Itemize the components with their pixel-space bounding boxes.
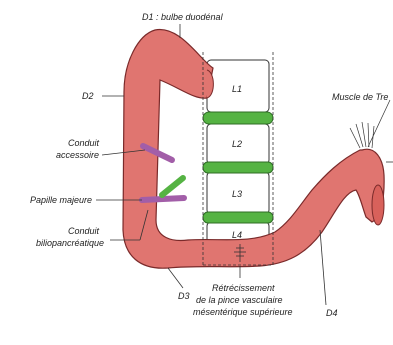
label-d4: D4: [326, 308, 338, 318]
label-d3: D3: [178, 291, 190, 301]
label-conduit-accessoire-line2: accessoire: [56, 150, 99, 160]
label-conduit-accessoire-line1: Conduit: [68, 138, 100, 148]
label-retrecissement-line1: Rétrécissement: [212, 283, 275, 293]
treitz-muscle-fibers: [350, 100, 390, 148]
disc-l3-l4: [203, 212, 273, 223]
vertebra-label-l1: L1: [232, 84, 242, 94]
bile-duct-green: [162, 178, 183, 195]
duodenum-d4-opening: [372, 185, 384, 225]
label-conduit-bilio-line2: biliopancréatique: [36, 238, 104, 248]
disc-l1-l2: [203, 112, 273, 124]
vertebra-label-l2: L2: [232, 139, 242, 149]
disc-l2-l3: [203, 162, 273, 173]
vertebra-label-l4: L4: [232, 230, 242, 240]
label-retrecissement-line2: de la pince vasculaire: [196, 295, 283, 305]
vertebra-label-l3: L3: [232, 189, 242, 199]
label-papille-majeure: Papille majeure: [30, 195, 92, 205]
label-d1-bulbe: D1 : bulbe duodénal: [142, 12, 224, 22]
main-duct: [142, 198, 184, 200]
label-conduit-bilio-line1: Conduit: [68, 226, 100, 236]
label-retrecissement-line3: mésentérique supérieure: [193, 307, 293, 317]
label-d2: D2: [82, 91, 94, 101]
label-muscle-treitz: Muscle de Tre: [332, 92, 388, 102]
